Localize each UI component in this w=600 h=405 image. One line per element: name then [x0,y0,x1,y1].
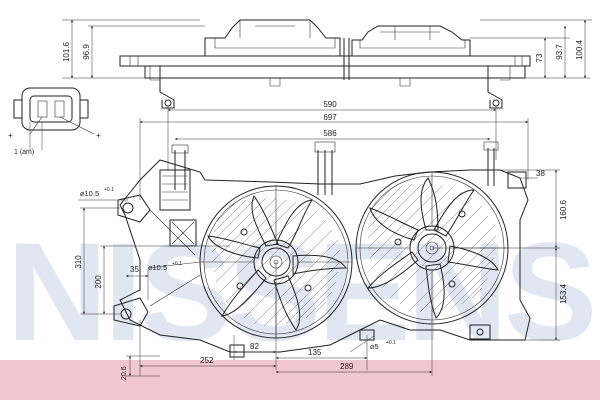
dim-310: 310 [74,255,83,269]
dim-590: 590 [323,100,337,109]
dim-200: 200 [94,275,103,289]
hole-top-dia: ⌀10.5 [80,189,99,198]
dim-93-7: 93.7 [555,44,564,60]
bottom-dimensions: 82 135 252 ⌀5 +0.1 289 20.6 [121,262,433,380]
dim-35: 35 [130,265,139,274]
side-view [119,19,531,109]
fan-frame [113,141,531,358]
connector-label: 1 (am) [14,149,34,156]
dim-101-6: 101.6 [62,41,71,62]
hole-top-tol: +0.1 [104,187,114,193]
hole-bot-dia: ⌀5 [370,342,379,351]
left-dimensions: ⌀10.5 +0.1 310 200 35 ⌀10.5 +0.1 [74,187,230,315]
dim-252: 252 [200,356,214,365]
dim-697: 697 [323,113,337,122]
side-view-dimensions: 101.6 96.9 73 93.7 100.4 [62,19,592,79]
connector-detail: + + 1 (am) [8,87,101,156]
bottom-color-band [0,360,600,400]
dim-289: 289 [340,362,354,371]
hole-bot-tol: +0.1 [386,340,396,346]
hole-mid-dia: ⌀10.5 [148,263,167,272]
left-fan-blades [207,194,347,331]
right-dimensions: 38 160.6 153.4 [432,169,568,341]
dim-38: 38 [536,169,545,178]
connector-pin-right: + [96,131,101,140]
dim-153-4: 153.4 [559,283,568,304]
dim-135: 135 [308,348,322,357]
connector-pin-left: + [8,131,13,140]
dim-100-4: 100.4 [575,39,584,60]
dim-20-6: 20.6 [121,366,128,380]
dim-160-6: 160.6 [559,199,568,220]
dim-96-9: 96.9 [82,44,91,60]
dim-82: 82 [250,342,259,351]
watermark: NISSENS [7,213,594,370]
dim-73: 73 [535,53,544,62]
right-fan-blades [366,177,499,319]
hole-mid-tol: +0.1 [172,261,182,267]
dim-586: 586 [323,129,337,138]
width-dimensions: 590 697 586 [139,100,529,200]
